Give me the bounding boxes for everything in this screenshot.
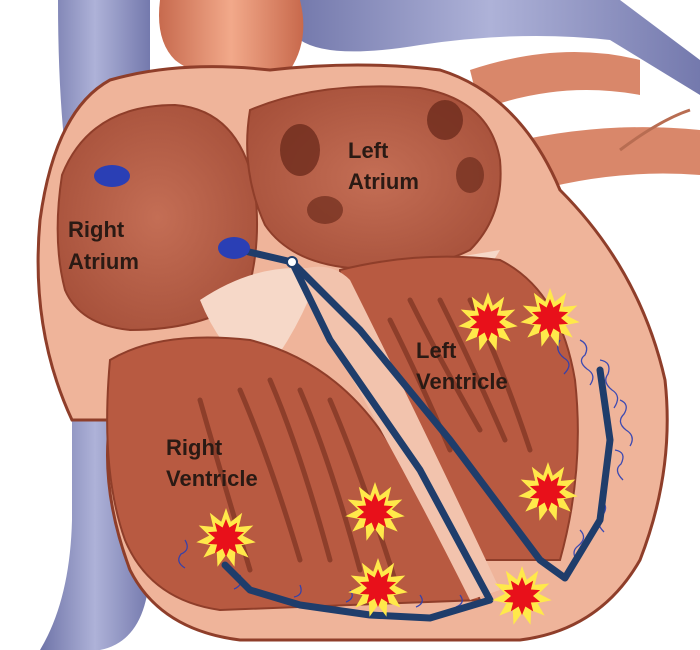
left-atrium-label: Left Atrium (348, 138, 419, 194)
interventricular-septum (300, 266, 500, 600)
av-node-dot (218, 237, 250, 259)
starburst-core (469, 303, 507, 341)
pulmonary-artery (280, 0, 700, 95)
aorta (159, 0, 304, 80)
pulmonary-veins-upper (470, 52, 640, 110)
starburst-core (359, 569, 397, 607)
sa-node-dot (94, 165, 130, 187)
starburst-core (503, 577, 541, 615)
starburst-core (529, 473, 567, 511)
left-ventricle-label: Left Ventricle (416, 338, 508, 394)
activation-bursts (196, 288, 580, 625)
right-ventricle-label: Right Ventricle (166, 435, 258, 491)
starburst-core (207, 519, 245, 557)
starburst-core (531, 299, 569, 337)
right-atrium-label: Right Atrium (68, 217, 139, 274)
starburst-core (356, 493, 394, 531)
